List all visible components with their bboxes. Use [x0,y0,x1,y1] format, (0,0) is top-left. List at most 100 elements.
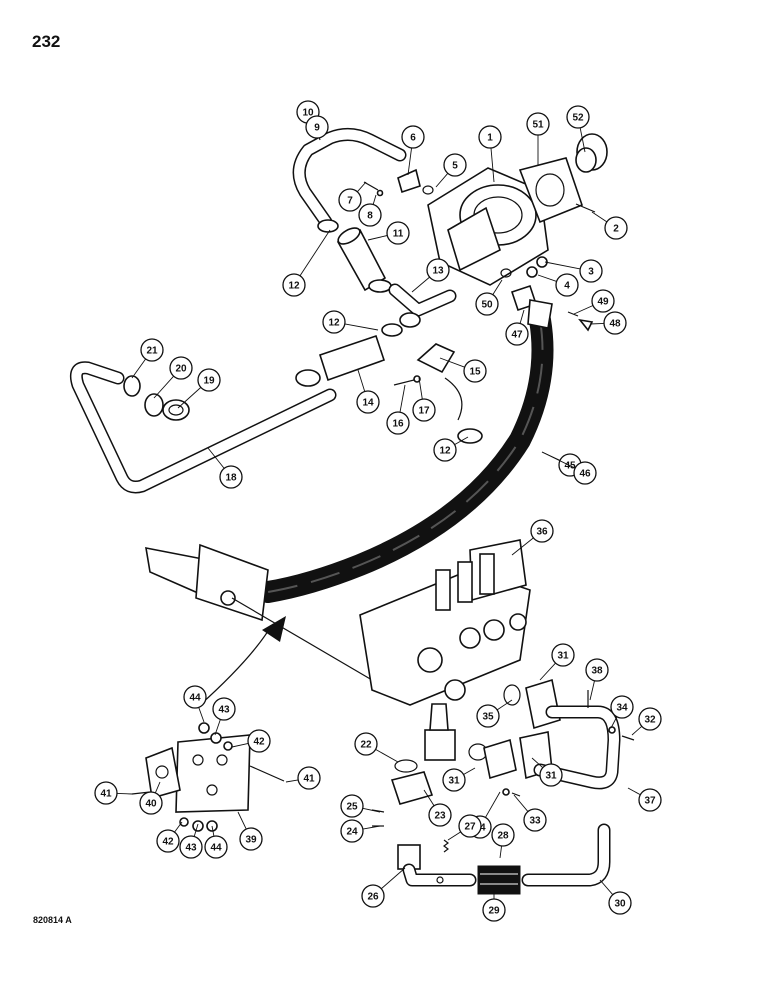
callout-number: 20 [175,364,187,375]
leader-line-c52 [579,127,586,153]
oring-50 [500,268,512,278]
leader-line-c31a [539,662,556,681]
callout-c31a: 31 [551,643,575,667]
leader-line-c25 [362,807,381,813]
callout-number: 9 [314,123,320,134]
callout-c5: 5 [443,153,467,177]
leader-line-c27 [447,831,461,841]
leader-line-c41a [116,792,133,795]
leader-line-c8 [372,194,377,205]
hose-11 [336,227,387,292]
leader-line-c32 [631,725,643,736]
leader-line-c33 [513,794,529,812]
callout-circle [386,411,410,435]
callout-circle [361,884,385,908]
callout-c23: 23 [428,803,452,827]
callout-circle [475,292,499,316]
tube-26 [397,844,477,887]
callout-circle [491,823,515,847]
callout-number: 42 [162,837,174,848]
callout-circle [526,112,550,136]
callout-c20: 20 [169,356,193,380]
callout-circle [354,732,378,756]
callout-c31c: 31 [539,763,563,787]
tube-37 [533,705,621,790]
callout-number: 39 [245,835,257,846]
callout-c6: 6 [401,125,425,149]
callout-number: 44 [189,693,201,704]
leader-line-c7 [356,181,367,193]
callout-c14: 14 [356,390,380,414]
callout-number: 11 [393,229,404,240]
callout-number: 17 [418,406,430,417]
callout-number: 6 [410,133,416,144]
callout-circle [551,643,575,667]
callout-number: 36 [536,527,548,538]
callout-c24: 24 [340,819,364,843]
leader-line-c41b [285,779,299,783]
callout-c22: 22 [354,732,378,756]
callout-c30: 30 [608,891,632,915]
callout-number: 52 [572,113,584,124]
leader-line-c15 [439,357,465,368]
leader-line-c37 [627,787,641,796]
leader-line-c40 [154,781,161,794]
callout-c25: 25 [340,794,364,818]
callout-c7: 7 [338,188,362,212]
callout-number: 30 [614,899,626,910]
pressure-hose-45-46 [257,299,554,603]
leader-line-c13 [411,276,430,293]
leader-line-c38 [589,680,595,701]
callout-layer: 1515223450474948567810911121312212019141… [94,100,662,922]
callout-number: 26 [367,892,379,903]
callout-circle [197,368,221,392]
callout-c16: 16 [386,411,410,435]
callout-c12c: 12 [433,438,457,462]
callout-circle [458,814,482,838]
callout-circle [156,829,180,853]
spring-27 [443,839,449,853]
callout-number: 29 [488,906,500,917]
page-number: 232 [32,32,61,51]
leader-line-c44a [198,707,205,723]
callout-c52: 52 [566,105,590,129]
callout-c46: 46 [573,461,597,485]
callout-c9: 9 [305,115,329,139]
hose-28 [477,865,521,895]
leader-line-c31b [463,767,476,775]
flange-6 [397,168,421,194]
callout-number: 46 [579,469,591,480]
callout-number: 31 [557,651,569,662]
callout-number: 50 [481,300,493,311]
leader-line-c20 [153,375,174,399]
callout-c42a: 42 [247,729,271,753]
callout-circle [603,311,627,335]
callout-number: 22 [360,740,372,751]
leader-line-c28 [499,845,503,859]
callout-circle [212,697,236,721]
leader-line-c22 [375,749,399,763]
hydraulic-pump-1 [427,167,549,286]
clamp-12-lower [444,377,483,444]
callout-number: 7 [347,196,353,207]
control-valve-36 [359,539,531,761]
callout-number: 23 [434,811,446,822]
callout-number: 10 [302,108,314,119]
leader-line-c6 [407,147,413,176]
leader-line-c12c [454,436,469,445]
callout-circle [358,203,382,227]
callout-c50: 50 [475,292,499,316]
callout-c1: 1 [478,125,502,149]
callout-circle [638,788,662,812]
leader-line-c42b [174,821,183,833]
callout-c27: 27 [458,814,482,838]
leader-line-c14 [357,369,366,392]
plate-40 [145,746,181,800]
callout-c41b: 41 [297,766,321,790]
leader-line-c12b [344,323,379,331]
drawing-code: 820814 A [33,915,72,925]
suction-tube-18 [69,361,337,494]
callout-c29: 29 [482,898,506,922]
callout-circle [140,338,164,362]
callout-c4: 4 [555,273,579,297]
